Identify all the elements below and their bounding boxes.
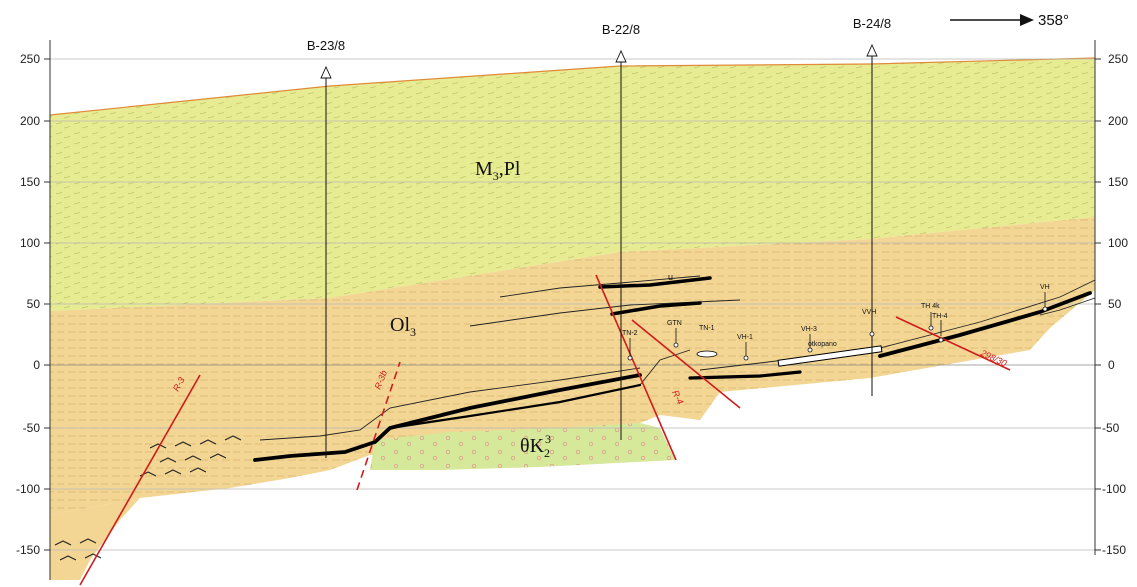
borehole-b-24-8: B-24/8: [853, 16, 891, 396]
borehole-b-23-8-label: B-23/8: [307, 38, 345, 53]
hatch-marks: [54, 435, 242, 561]
right-tick-250: 250: [1108, 52, 1128, 66]
right-axis: [1094, 40, 1101, 555]
borehole-arrow-icon: [866, 43, 878, 57]
left-tick-50: 50: [27, 297, 41, 311]
well-vh-label: VH: [1040, 284, 1050, 291]
small-well-labels: TN-2 GTN TN-1 VH-1 VH-3 VVH TH 4k TH-4 V…: [622, 284, 1050, 341]
borehole-b-22-8: B-22/8: [602, 22, 640, 440]
right-tick-50: 50: [1108, 297, 1122, 311]
unit-middle-main: Ol: [390, 314, 410, 336]
well-vh-1-label: VH-1: [737, 334, 753, 341]
unit-lower-sub: 2: [544, 446, 550, 460]
right-axis-labels: 250 200 150 100 50 0 -50 -100 -150: [1102, 52, 1128, 557]
unit-upper-suffix: ,Pl: [499, 158, 521, 180]
right-tick-0: 0: [1108, 358, 1115, 372]
elevation-grid: [50, 58, 1095, 551]
unit-lower-sup: 3: [545, 432, 551, 446]
borehole-arrow-icon: [615, 49, 627, 63]
right-tick-200: 200: [1108, 114, 1128, 128]
well-tn-1-label: TN-1: [699, 325, 715, 332]
well-th-4-label: TH-4: [932, 313, 948, 320]
unit-upper-label: M3,Pl: [475, 158, 521, 183]
left-tick-minus150: -150: [16, 543, 40, 557]
unit-lower-area: [370, 423, 675, 470]
unit-middle-sub: 3: [410, 325, 416, 339]
well-gtn-label: GTN: [667, 320, 682, 327]
left-tick-minus50: -50: [23, 421, 41, 435]
well-tn-2-label: TN-2: [622, 330, 638, 337]
faults: [79, 274, 1011, 586]
orientation-indicator: 358°: [950, 12, 1069, 29]
left-tick-0: 0: [33, 358, 40, 372]
mined-zone: otkopano: [696, 341, 883, 367]
well-vvh-label: VVH: [862, 309, 876, 316]
unit-lower-main: θK: [520, 435, 545, 457]
right-tick-150: 150: [1108, 175, 1128, 189]
unit-upper-main: M: [475, 158, 493, 180]
left-tick-200: 200: [20, 114, 40, 128]
well-th-4k-label: TH 4k: [921, 303, 940, 310]
small-wells: [627, 292, 1048, 361]
unit-upper-sub: 3: [493, 169, 499, 183]
borehole-arrow-icon: [320, 65, 332, 79]
seam-u-label: u: [668, 272, 673, 282]
left-axis: [44, 40, 51, 580]
borehole-b-22-8-label: B-22/8: [602, 22, 640, 37]
mined-label: otkopano: [808, 341, 837, 348]
left-axis-labels: 250 200 150 100 50 0 -50 -100 -150: [16, 52, 40, 557]
right-tick-100: 100: [1108, 236, 1128, 250]
left-tick-150: 150: [20, 175, 40, 189]
right-tick-minus100: -100: [1102, 482, 1126, 496]
left-tick-minus100: -100: [16, 482, 40, 496]
left-tick-250: 250: [20, 52, 40, 66]
borehole-b-23-8: B-23/8: [307, 38, 345, 458]
borehole-b-24-8-label: B-24/8: [853, 16, 891, 31]
arrow-right-icon: [1020, 14, 1034, 26]
right-tick-minus50: -50: [1102, 421, 1120, 435]
orientation-label: 358°: [1038, 12, 1069, 29]
right-tick-minus150: -150: [1102, 543, 1126, 557]
unit-middle-label: Ol3: [390, 314, 416, 339]
coal-seams: [253, 276, 1092, 462]
well-vh-3-label: VH-3: [801, 326, 817, 333]
left-tick-100: 100: [20, 236, 40, 250]
